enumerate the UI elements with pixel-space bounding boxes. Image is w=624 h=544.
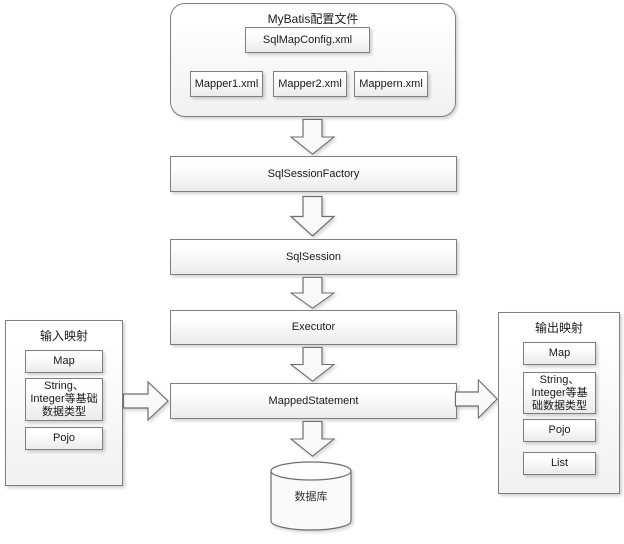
mappern-box: Mappern.xml [354, 71, 428, 97]
database-cylinder-icon [270, 461, 352, 531]
sqlsession-box: SqlSession [170, 239, 457, 275]
output-basic-types-box: String、Integer等基础数据类型 [523, 372, 596, 414]
down-arrow-factory-to-session-icon [289, 195, 336, 237]
down-arrow-config-to-factory-icon [289, 118, 336, 155]
config-container-title: MyBatis配置文件 [267, 12, 359, 26]
output-list-box: List [523, 452, 596, 475]
right-arrow-mappedstatement-to-output-icon [454, 378, 498, 420]
sqlsessionfactory-box: SqlSessionFactory [170, 156, 457, 192]
down-arrow-executor-to-mappedstatement-icon [289, 346, 336, 382]
input-mapping-panel: 输入映射 [5, 320, 123, 486]
down-arrow-session-to-executor-icon [289, 276, 336, 309]
executor-box: Executor [170, 310, 457, 345]
database-label: 数据库 [294, 491, 328, 503]
input-basic-types-box: String、Integer等基础数据类型 [25, 378, 103, 421]
input-pojo-box: Pojo [25, 427, 103, 450]
config-container: MyBatis配置文件 [170, 3, 456, 117]
mapper2-box: Mapper2.xml [273, 71, 347, 97]
output-pojo-box: Pojo [523, 419, 596, 442]
input-mapping-title: 输入映射 [39, 329, 88, 343]
output-mapping-title: 输出映射 [534, 321, 583, 335]
sqlmapconfig-box: SqlMapConfig.xml [245, 27, 370, 53]
mappedstatement-box: MappedStatement [170, 383, 457, 419]
down-arrow-mappedstatement-to-database-icon [289, 420, 336, 457]
output-map-box: Map [523, 342, 596, 365]
input-map-box: Map [25, 350, 103, 373]
right-arrow-input-to-mappedstatement-icon [122, 380, 169, 422]
mapper1-box: Mapper1.xml [190, 71, 263, 97]
